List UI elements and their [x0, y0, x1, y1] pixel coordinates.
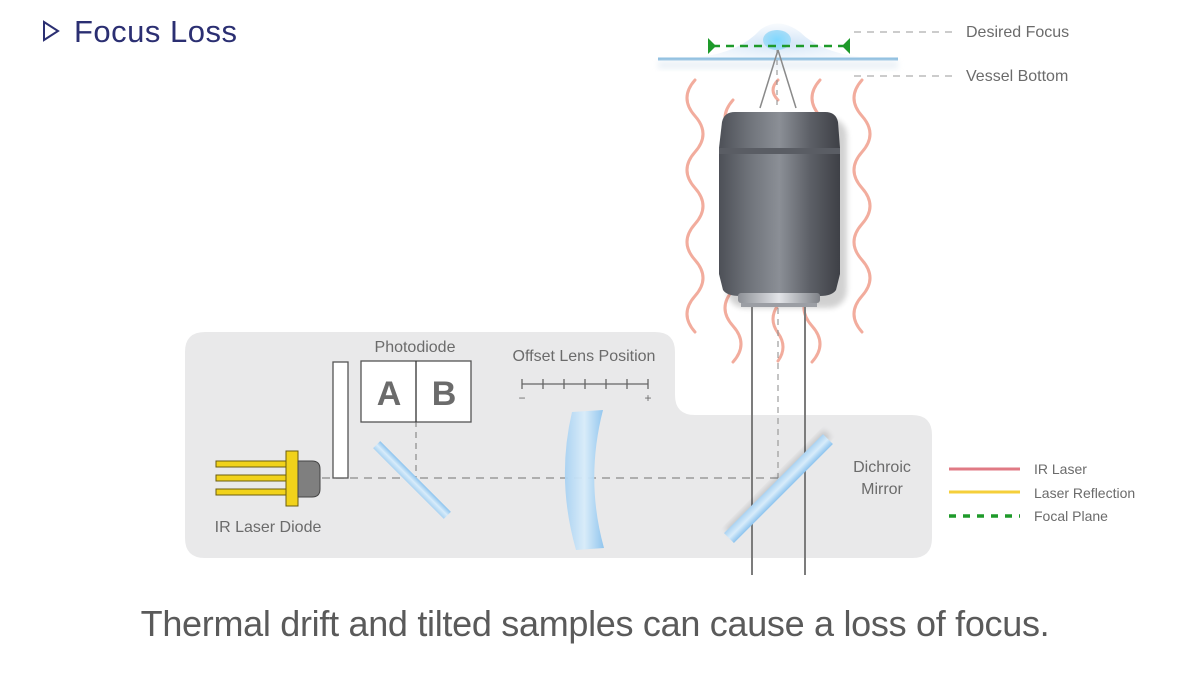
scale-plus-label: + — [644, 391, 651, 405]
heat-wave — [852, 78, 872, 334]
triangle-right-outline-icon — [43, 19, 60, 42]
photodiode-segment-b: B — [432, 375, 457, 413]
label-vessel-bottom: Vessel Bottom — [966, 68, 1068, 85]
heat-wave — [810, 78, 822, 118]
label-photodiode: Photodiode — [375, 339, 456, 356]
label-desired-focus: Desired Focus — [966, 24, 1069, 41]
focal-marker-right-icon — [842, 38, 850, 54]
ir-laser-diode — [215, 450, 321, 507]
photodiode — [360, 360, 472, 423]
aperture-plate — [332, 361, 349, 479]
objective-lens — [719, 112, 847, 308]
beam-splitter — [373, 441, 451, 519]
page-title: Focus Loss — [42, 14, 238, 50]
label-dichroic: Dichroic — [853, 459, 911, 476]
focal-marker-left-icon — [708, 38, 716, 54]
heat-wave — [685, 78, 705, 334]
legend: IR Laser Laser Reflection Focal Plane — [949, 461, 1135, 524]
offset-lens-scale — [521, 379, 649, 389]
label-mirror: Mirror — [861, 481, 903, 498]
legend-label-laser-reflection: Laser Reflection — [1034, 485, 1135, 501]
page-title-text: Focus Loss — [74, 14, 238, 49]
legend-label-focal-plane: Focal Plane — [1034, 508, 1108, 524]
label-offset-lens-position: Offset Lens Position — [513, 348, 656, 365]
offset-lens — [564, 410, 604, 550]
label-ir-laser-diode: IR Laser Diode — [215, 519, 322, 536]
photodiode-segment-a: A — [377, 375, 402, 413]
dichroic-mirror — [724, 429, 833, 543]
heat-wave — [723, 288, 743, 364]
scale-minus-label: − — [518, 391, 525, 405]
caption: Thermal drift and tilted samples can cau… — [140, 603, 1050, 644]
legend-label-ir-laser: IR Laser — [1034, 461, 1087, 477]
